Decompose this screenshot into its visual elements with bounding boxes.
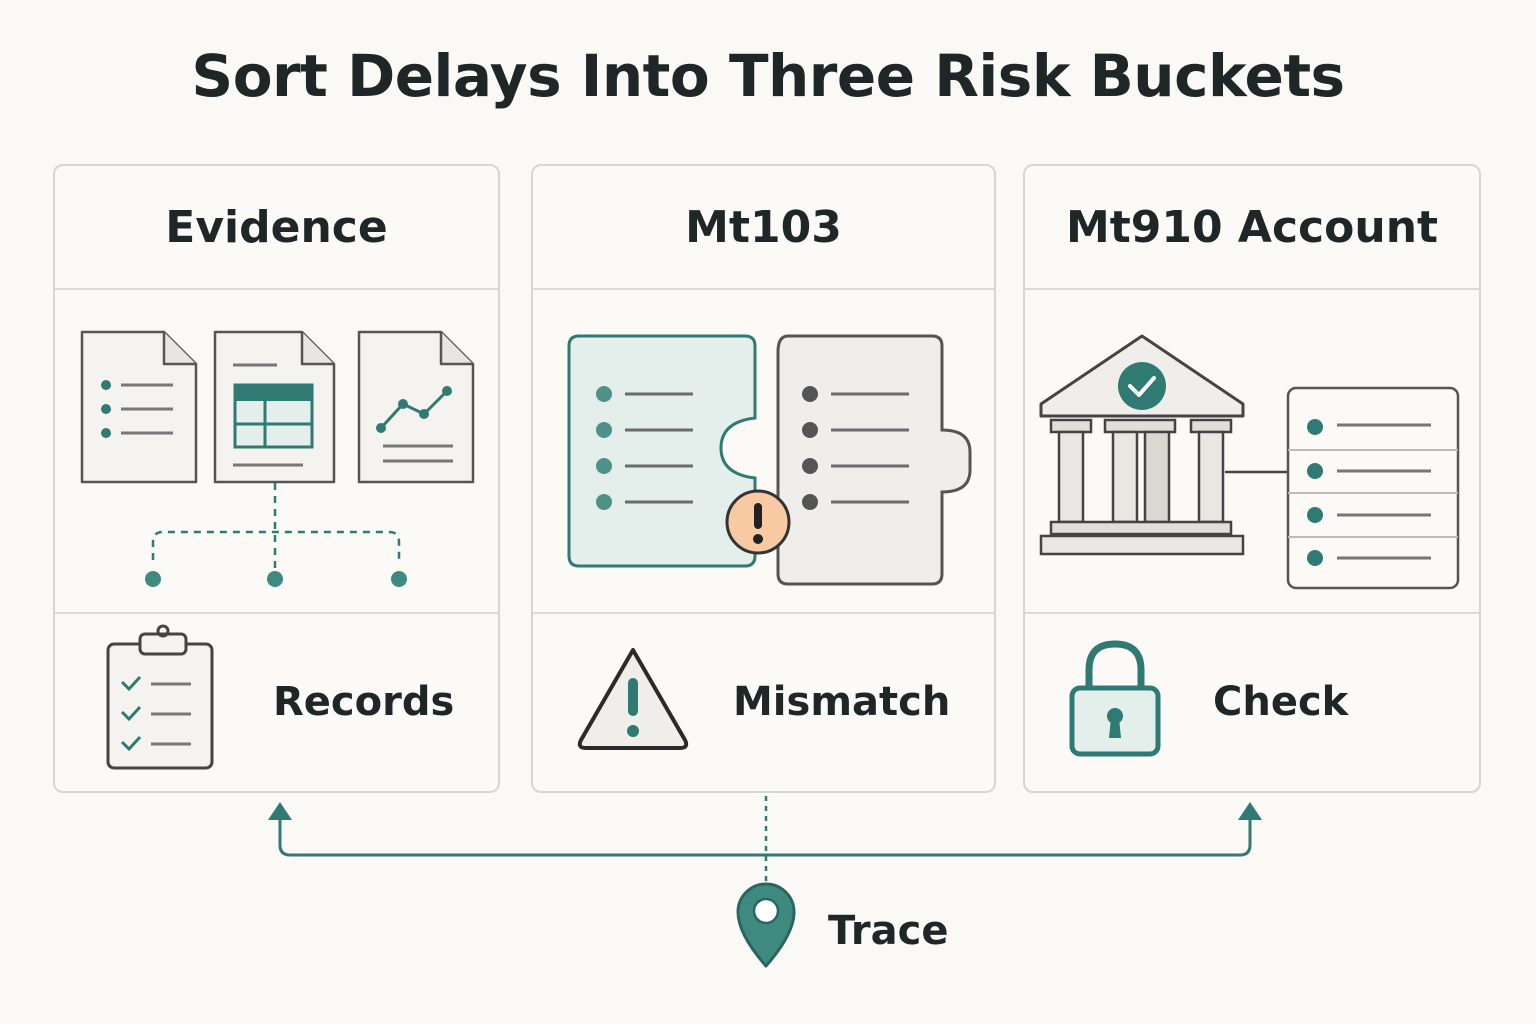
bucket-header-mt103: Mt103 [533, 166, 994, 290]
bucket-footer-label-check: Check [1213, 679, 1349, 725]
bucket-illustration-mt910-account [1025, 290, 1479, 614]
clipboard-checklist-icon [106, 624, 214, 770]
spreadsheet-icon [213, 330, 336, 484]
bucket-card-mt103: Mt103 [531, 164, 996, 793]
location-pin-icon [736, 882, 796, 968]
puzzle-piece-list-icon [567, 334, 757, 568]
bucket-card-mt910-account: Mt910 Account [1023, 164, 1481, 793]
bucket-footer-mt910-account: Check [1025, 614, 1479, 791]
bucket-header-evidence: Evidence [55, 166, 498, 290]
trace-label: Trace [828, 908, 949, 954]
bucket-illustration-evidence [55, 290, 498, 614]
bucket-footer-label-mismatch: Mismatch [733, 679, 951, 725]
bucket-illustration-mt103 [533, 290, 994, 614]
checkmark-badge-icon [1118, 362, 1166, 410]
document-list-icon [80, 330, 198, 484]
bank-building-icon [1039, 334, 1245, 556]
bucket-header-mt910-account: Mt910 Account [1025, 166, 1479, 290]
branch-connector-icon [151, 483, 401, 578]
line-chart-document-icon [357, 330, 475, 484]
puzzle-piece-list-icon [776, 334, 972, 586]
bucket-footer-mt103: Mismatch [533, 614, 994, 791]
padlock-icon [1069, 640, 1161, 757]
bucket-footer-label-records: Records [273, 679, 455, 725]
bucket-footer-evidence: Records [55, 614, 498, 791]
exclamation-badge-icon [725, 489, 791, 555]
bucket-card-evidence: Evidence [53, 164, 500, 793]
warning-triangle-icon [577, 648, 689, 750]
page-title: Sort Delays Into Three Risk Buckets [191, 42, 1345, 110]
ledger-list-icon [1286, 386, 1460, 590]
